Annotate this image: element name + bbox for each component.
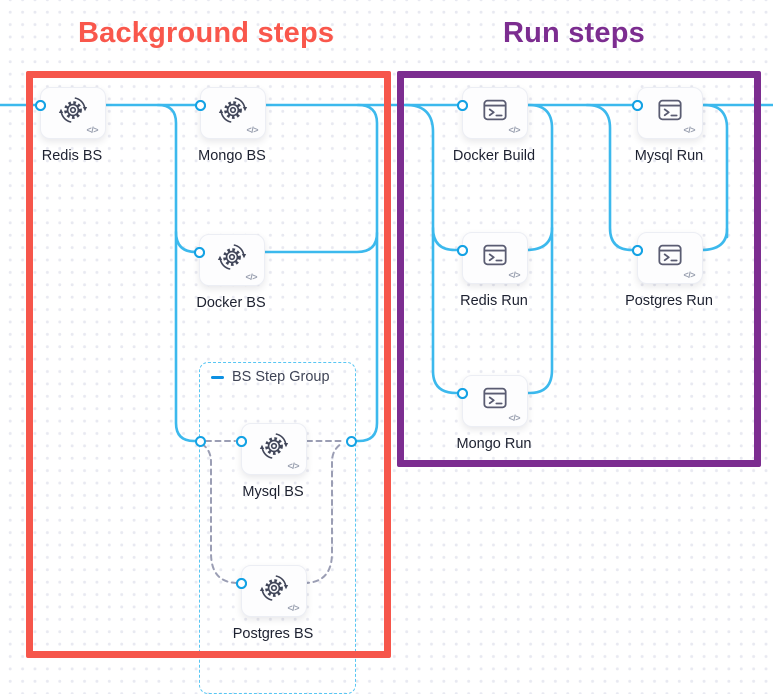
group-entry-port[interactable] — [194, 435, 206, 447]
code-icon: </> — [508, 270, 520, 280]
background-gear-icon — [258, 430, 290, 462]
run-steps-box — [397, 71, 761, 467]
background-steps-box — [26, 71, 391, 658]
code-icon: </> — [508, 413, 520, 423]
redis-run-in-edge — [431, 226, 464, 252]
code-icon: </> — [245, 272, 257, 282]
bs-step-group-label: BS Step Group — [232, 369, 330, 385]
run-left-trunk-edge — [404, 103, 464, 395]
output-port[interactable] — [235, 577, 247, 589]
step-card[interactable]: </> — [241, 565, 307, 617]
code-icon: </> — [287, 603, 299, 613]
step-card[interactable]: </> — [462, 87, 528, 139]
step-label: Docker Build — [452, 148, 536, 164]
terminal-icon — [654, 239, 686, 271]
docker-bs-out-edge — [261, 231, 379, 254]
output-port[interactable] — [193, 246, 205, 258]
terminal-icon — [654, 94, 686, 126]
terminal-icon — [479, 94, 511, 126]
bg-left-trunk-edge — [156, 103, 200, 443]
step-card[interactable]: </> — [199, 234, 265, 286]
code-icon: </> — [683, 270, 695, 280]
terminal-icon — [479, 382, 511, 414]
step-card[interactable]: </> — [462, 232, 528, 284]
run-mid-trunk-edge — [524, 103, 554, 395]
step-card[interactable]: </> — [637, 232, 703, 284]
step-card[interactable]: </> — [637, 87, 703, 139]
step-card[interactable]: </> — [40, 87, 106, 139]
bg-right-trunk-edge — [350, 103, 379, 443]
group-exit-port[interactable] — [345, 435, 357, 447]
output-port[interactable] — [194, 99, 206, 111]
background-gear-icon — [216, 241, 248, 273]
postgres-run-in-edge — [585, 103, 639, 252]
step-label: Mysql BS — [242, 484, 304, 500]
terminal-icon — [479, 239, 511, 271]
step-label: Mysql Run — [634, 148, 704, 164]
output-port[interactable] — [235, 435, 247, 447]
step-card[interactable]: </> — [241, 423, 307, 475]
output-port[interactable] — [34, 99, 46, 111]
step-label: Redis BS — [41, 148, 103, 164]
background-gear-icon — [57, 94, 89, 126]
background-gear-icon — [258, 572, 290, 604]
run-right-trunk-edge — [702, 103, 729, 239]
collapse-minus-icon[interactable] — [211, 376, 224, 379]
background-gear-icon — [217, 94, 249, 126]
step-label: Postgres BS — [232, 626, 314, 642]
step-card[interactable]: </> — [462, 375, 528, 427]
group-postgres-in-edge — [201, 443, 239, 584]
run-steps-title: Run steps — [503, 17, 645, 49]
step-label: Mongo Run — [456, 436, 532, 452]
code-icon: </> — [683, 125, 695, 135]
group-postgres-out-edge — [303, 443, 342, 584]
output-port[interactable] — [456, 99, 468, 111]
output-port[interactable] — [631, 99, 643, 111]
step-label: Postgres Run — [625, 293, 713, 309]
output-port[interactable] — [631, 244, 643, 256]
background-steps-title: Background steps — [78, 17, 335, 49]
step-card[interactable]: </> — [200, 87, 266, 139]
step-label: Docker BS — [196, 295, 266, 311]
code-icon: </> — [246, 125, 258, 135]
code-icon: </> — [86, 125, 98, 135]
bs-step-group-header[interactable]: BS Step Group — [211, 369, 330, 385]
step-label: Redis Run — [460, 293, 528, 309]
code-icon: </> — [287, 461, 299, 471]
postgres-run-out-edge — [699, 227, 729, 252]
step-label: Mongo BS — [198, 148, 266, 164]
code-icon: </> — [508, 125, 520, 135]
redis-run-out-edge — [524, 226, 554, 252]
output-port[interactable] — [456, 244, 468, 256]
output-port[interactable] — [456, 387, 468, 399]
